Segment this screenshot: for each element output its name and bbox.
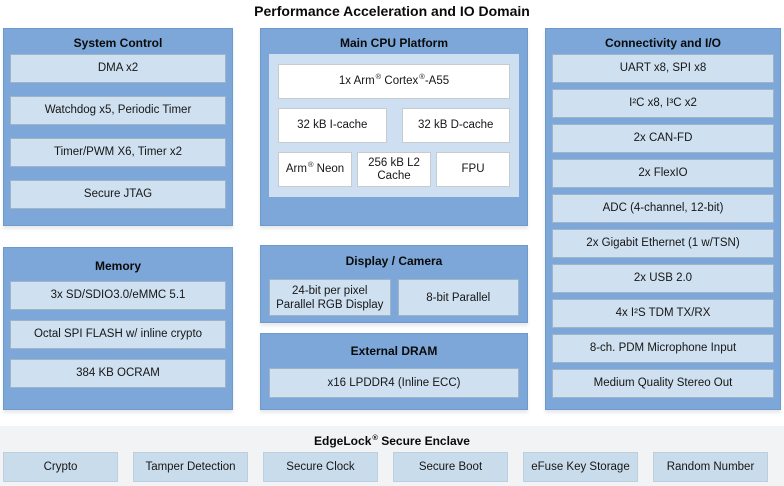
system-control-section: System Control DMA x2 Watchdog x5, Perio…	[3, 28, 233, 226]
cache-row: 32 kB I-cache 32 kB D-cache	[278, 108, 510, 143]
block-lpddr4: x16 LPDDR4 (Inline ECC)	[269, 368, 519, 398]
block-gigabit-ethernet: 2x Gigabit Ethernet (1 w/TSN)	[552, 229, 774, 258]
registered-mark: ®	[375, 72, 382, 82]
external-dram-section: External DRAM x16 LPDDR4 (Inline ECC)	[260, 333, 528, 410]
block-fpu: FPU	[436, 152, 510, 187]
cpu-core-row: 1x Arm® Cortex®-A55	[278, 64, 510, 99]
block-8bit-parallel: 8-bit Parallel	[397, 279, 519, 316]
block-icache: 32 kB I-cache	[278, 108, 387, 143]
neon-text: Neon	[313, 163, 345, 175]
block-secure-jtag: Secure JTAG	[10, 180, 226, 209]
registered-mark: ®	[419, 72, 425, 82]
enclave-header-text: EdgeLock	[314, 434, 372, 448]
system-control-header: System Control	[73, 36, 163, 50]
block-stereo-out: Medium Quality Stereo Out	[552, 369, 774, 398]
enclave-header-text: Secure Enclave	[377, 434, 470, 448]
main-cpu-header: Main CPU Platform	[339, 36, 448, 50]
block-crypto: Crypto	[3, 452, 118, 482]
block-sd-sdio-emmc: 3x SD/SDIO3.0/eMMC 5.1	[10, 281, 226, 310]
block-secure-boot: Secure Boot	[393, 452, 508, 482]
block-dcache: 32 kB D-cache	[401, 108, 510, 143]
neon-text: Arm	[285, 163, 307, 175]
block-secure-clock: Secure Clock	[263, 452, 378, 482]
display-camera-header: Display / Camera	[345, 254, 443, 268]
block-cortex-a55: 1x Arm® Cortex®-A55	[278, 64, 510, 99]
block-ocram: 384 KB OCRAM	[10, 359, 226, 388]
display-camera-row: 24-bit per pixel Parallel RGB Display 8-…	[269, 279, 519, 316]
block-efuse-key-storage: eFuse Key Storage	[523, 452, 638, 482]
diagram-title: Performance Acceleration and IO Domain	[254, 3, 530, 19]
block-rgb-display: 24-bit per pixel Parallel RGB Display	[269, 279, 391, 316]
cpu-units-row: Arm® Neon 256 kB L2 Cache FPU	[278, 152, 510, 187]
display-camera-section: Display / Camera 24-bit per pixel Parall…	[260, 245, 528, 323]
block-random-number: Random Number	[653, 452, 768, 482]
block-tamper-detection: Tamper Detection	[133, 452, 248, 482]
secure-enclave-row: Crypto Tamper Detection Secure Clock Sec…	[3, 452, 768, 482]
block-adc: ADC (4-channel, 12-bit)	[552, 194, 774, 223]
block-uart-spi: UART x8, SPI x8	[552, 54, 774, 83]
secure-enclave-header: EdgeLock® Secure Enclave	[0, 426, 784, 448]
main-cpu-section: Main CPU Platform 1x Arm® Cortex®-A55 32…	[260, 28, 528, 226]
connectivity-section: Connectivity and I/O UART x8, SPI x8 I²C…	[545, 28, 781, 410]
block-flexio: 2x FlexIO	[552, 159, 774, 188]
registered-mark: ®	[307, 160, 314, 170]
cpu-core-text: Cortex	[381, 75, 419, 87]
block-dma: DMA x2	[10, 54, 226, 83]
secure-enclave-section: EdgeLock® Secure Enclave Crypto Tamper D…	[0, 426, 784, 486]
cpu-inner-panel: 1x Arm® Cortex®-A55 32 kB I-cache 32 kB …	[269, 54, 519, 197]
external-dram-header: External DRAM	[350, 344, 438, 358]
block-timer-pwm: Timer/PWM X6, Timer x2	[10, 138, 226, 167]
cpu-core-text: 1x Arm	[338, 75, 375, 87]
block-can-fd: 2x CAN-FD	[552, 124, 774, 153]
block-i2c-i3c: I²C x8, I³C x2	[552, 89, 774, 118]
block-pdm-microphone: 8-ch. PDM Microphone Input	[552, 334, 774, 363]
block-arm-neon: Arm® Neon	[278, 152, 352, 187]
registered-mark: ®	[372, 433, 378, 442]
block-i2s-tdm: 4x I²S TDM TX/RX	[552, 299, 774, 328]
block-usb: 2x USB 2.0	[552, 264, 774, 293]
block-octal-spi-flash: Octal SPI FLASH w/ inline crypto	[10, 320, 226, 349]
block-watchdog-timer: Watchdog x5, Periodic Timer	[10, 96, 226, 125]
memory-header: Memory	[94, 259, 141, 273]
memory-section: Memory 3x SD/SDIO3.0/eMMC 5.1 Octal SPI …	[3, 247, 233, 410]
cpu-core-text: -A55	[424, 75, 450, 87]
connectivity-header: Connectivity and I/O	[604, 36, 721, 50]
block-l2-cache: 256 kB L2 Cache	[357, 152, 431, 187]
